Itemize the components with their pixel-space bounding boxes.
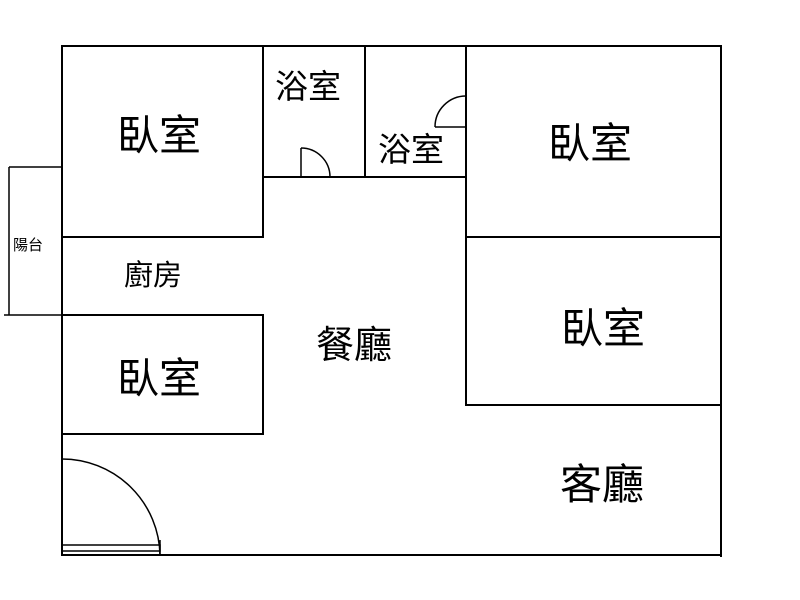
room-label-bedroom-mid-right: 臥室 [561,304,646,353]
room-label-bedroom-bottom-left: 臥室 [117,354,202,403]
bath-1-door [300,147,331,178]
bath-2-door [434,95,467,128]
entrance-door [61,458,161,556]
room-label-balcony: 陽台 [13,236,44,254]
room-label-bath-1: 浴室 [275,67,341,106]
room-label-bedroom-top-left: 臥室 [117,111,202,160]
room-label-dining: 餐廳 [316,323,393,367]
room-label-kitchen: 廚房 [124,258,183,292]
room-label-bath-2: 浴室 [378,130,444,169]
room-label-bedroom-top-right: 臥室 [548,119,633,168]
room-label-living: 客廳 [560,460,645,509]
